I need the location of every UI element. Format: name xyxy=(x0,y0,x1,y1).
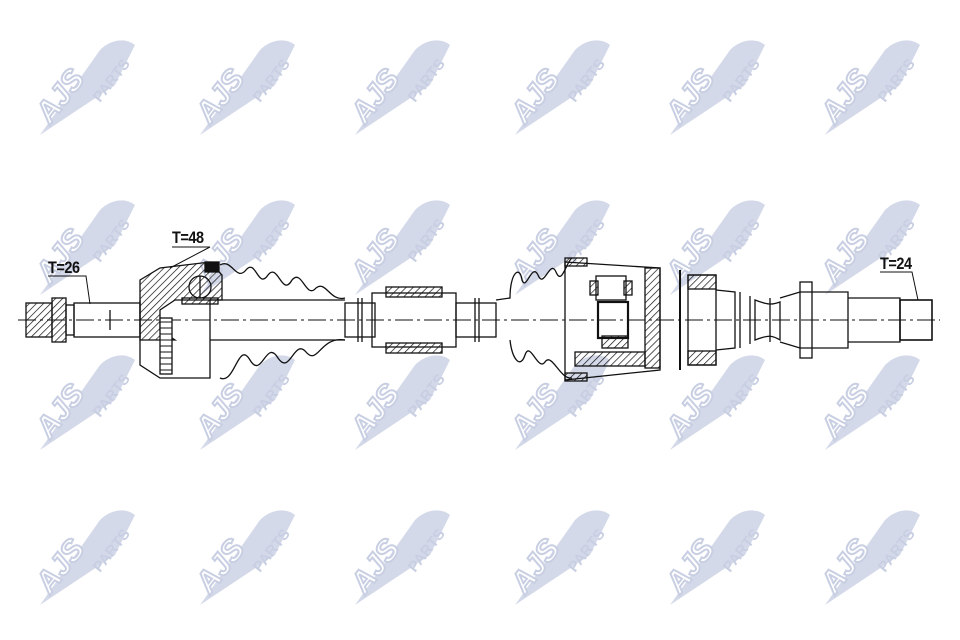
ajs-parts-watermark-icon: AJS PARTS xyxy=(188,25,320,145)
inner-stub-shaft xyxy=(679,270,933,370)
ajs-parts-watermark-icon: AJS PARTS xyxy=(658,340,790,460)
ajs-parts-watermark-icon: AJS PARTS xyxy=(28,25,160,145)
ajs-parts-watermark-icon: AJS PARTS xyxy=(188,185,320,305)
ajs-parts-watermark-icon: AJS PARTS xyxy=(658,25,790,145)
ajs-parts-watermark-icon: AJS PARTS xyxy=(813,495,945,615)
ajs-parts-watermark-icon: AJS PARTS xyxy=(343,185,475,305)
outer-boot xyxy=(210,263,346,380)
mid-shaft xyxy=(344,286,497,354)
ajs-parts-watermark-icon: AJS PARTS xyxy=(28,340,160,460)
outer-stub-shaft xyxy=(25,297,141,343)
ajs-parts-watermark-icon: AJS PARTS xyxy=(28,185,160,305)
ajs-parts-watermark-icon: AJS PARTS xyxy=(343,495,475,615)
ajs-parts-watermark-icon: AJS PARTS xyxy=(813,185,945,305)
ajs-parts-watermark-icon: AJS PARTS xyxy=(343,340,475,460)
inner-teeth-label: T=24 xyxy=(880,254,912,273)
ajs-parts-watermark-icon: AJS PARTS xyxy=(188,495,320,615)
inner-boot xyxy=(495,257,573,379)
ajs-parts-watermark-icon: AJS PARTS xyxy=(503,495,635,615)
ajs-parts-watermark-icon: AJS PARTS xyxy=(343,25,475,145)
ajs-parts-watermark-icon: AJS PARTS xyxy=(503,185,635,305)
ajs-parts-watermark-icon: AJS PARTS xyxy=(658,495,790,615)
outer-teeth-label: T=26 xyxy=(48,258,80,277)
inner-tripod-joint xyxy=(564,257,661,382)
ajs-parts-watermark-icon: AJS PARTS xyxy=(503,25,635,145)
ajs-parts-watermark-icon: AJS PARTS xyxy=(813,25,945,145)
ajs-parts-watermark-icon: AJS PARTS xyxy=(28,495,160,615)
outer-cv-joint xyxy=(139,261,223,379)
ajs-parts-watermark-icon: AJS PARTS xyxy=(188,340,320,460)
ajs-parts-watermark-icon: AJS PARTS xyxy=(813,340,945,460)
abs-ring-teeth-label: T=48 xyxy=(172,228,204,247)
